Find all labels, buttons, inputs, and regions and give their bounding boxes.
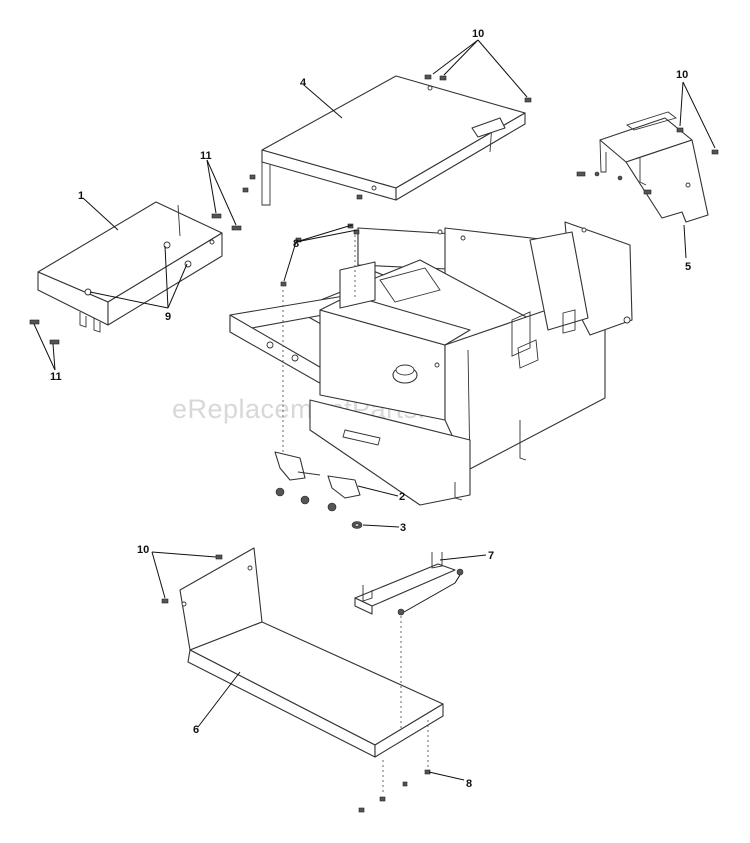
- part-1-side-panel: [37, 201, 223, 333]
- part-4-top-cover: [261, 75, 526, 206]
- callout-1: 1: [78, 190, 84, 202]
- part-7-lower-bracket: [354, 552, 456, 615]
- callout-10c: 10: [137, 544, 149, 556]
- part-8-lower-hardware: [358, 568, 464, 813]
- callout-8: 8: [466, 778, 472, 790]
- mount-plates: [529, 221, 633, 336]
- part-10-screws-top: [242, 74, 532, 200]
- callout-10b: 10: [676, 69, 688, 81]
- callout-7: 7: [488, 550, 494, 562]
- callout-9: 9: [165, 311, 171, 323]
- callout-8b: 8: [293, 238, 299, 250]
- main-frame: [229, 227, 606, 506]
- callout-10a: 10: [472, 28, 484, 40]
- callout-11a: 11: [200, 150, 212, 162]
- callout-5: 5: [685, 261, 691, 273]
- callout-6: 6: [193, 724, 199, 736]
- part-10-screws-right: [576, 127, 719, 195]
- leader-lines: [33, 39, 716, 781]
- callout-4: 4: [300, 77, 307, 89]
- callout-11b: 11: [50, 371, 62, 383]
- part-5-small-cover: [599, 111, 709, 223]
- callout-2: 2: [399, 491, 405, 503]
- nuts-lower: [275, 487, 337, 512]
- callout-labels: 10 4 10 5 11 1 9 11 8 2 3 7 10 6 8: [50, 28, 691, 790]
- part-3-washer: [351, 521, 363, 529]
- part-6-lower-tray: [179, 547, 444, 758]
- callout-3: 3: [400, 522, 406, 534]
- part-2-brackets: [274, 451, 361, 499]
